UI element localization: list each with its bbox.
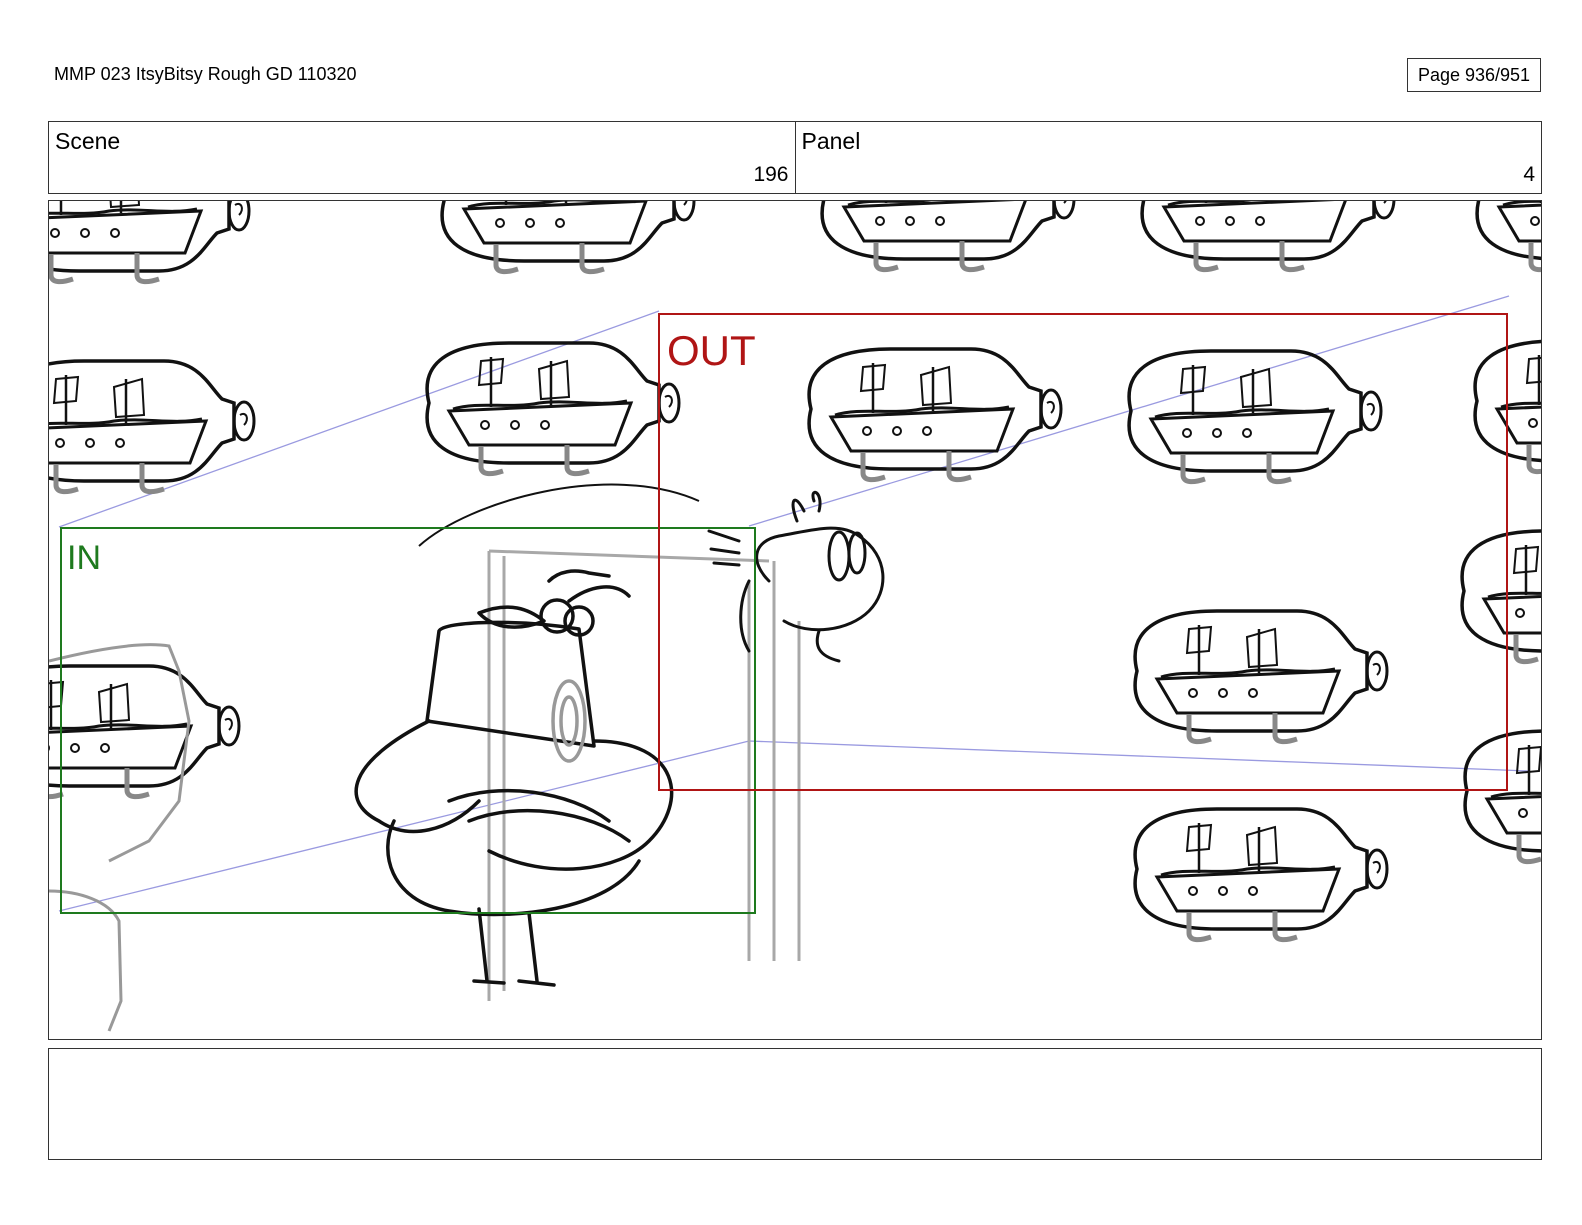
scene-cell: Scene 196 (49, 122, 795, 193)
scene-label: Scene (55, 128, 121, 154)
panel-notes-box (48, 1048, 1542, 1160)
page-indicator: Page 936/951 (1407, 58, 1541, 92)
panel-number: 4 (1523, 163, 1535, 186)
out-frame-label: OUT (667, 327, 756, 374)
in-frame-label: IN (67, 539, 101, 577)
scene-number: 196 (753, 163, 789, 186)
document-title: MMP 023 ItsyBitsy Rough GD 110320 (54, 64, 357, 84)
storyboard-sketch: IN OUT (49, 201, 1542, 1032)
storyboard-panel: IN OUT (48, 200, 1542, 1040)
panel-cell: Panel 4 (794, 122, 1542, 193)
scene-panel-info-row: Scene 196 Panel 4 (48, 121, 1542, 194)
panel-label: Panel (801, 128, 861, 154)
